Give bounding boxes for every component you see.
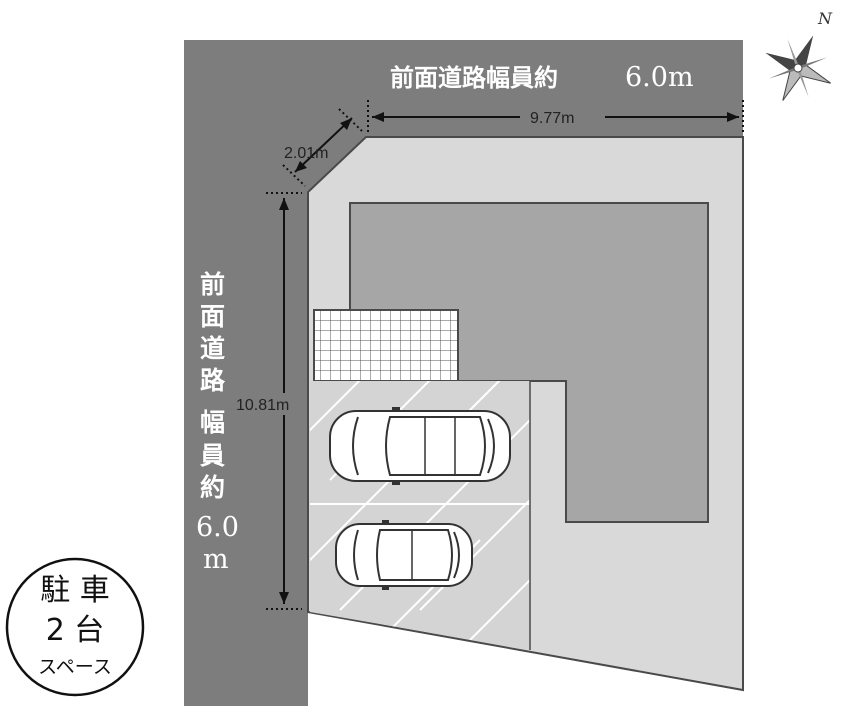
road-width-top: 6.0m <box>625 62 694 93</box>
road-area <box>184 40 743 706</box>
dimension-label-frontage-top: 9.77m <box>530 110 574 127</box>
road-width-left-unit: m <box>203 544 229 575</box>
road-label-top: 前面道路幅員約 <box>390 64 558 92</box>
dimension-label-frontage-left: 10.81m <box>236 397 289 414</box>
car-icon <box>329 407 511 485</box>
badge-line-3: スペース <box>38 656 112 678</box>
car-icon <box>335 520 473 590</box>
dimension-corner-cut <box>282 108 363 187</box>
svg-text:員: 員 <box>200 441 225 470</box>
dimension-label-corner-cut: 2.01m <box>284 145 328 162</box>
svg-text:約: 約 <box>200 473 225 502</box>
parking-badge: 駐 車 2 台 スペース <box>5 557 145 697</box>
badge-line-2: 2 台 <box>46 613 105 648</box>
svg-text:路: 路 <box>200 366 226 395</box>
badge-line-1: 駐 車 <box>40 573 110 608</box>
dimension-frontage-top <box>367 100 744 132</box>
compass-north-label: N <box>817 9 833 28</box>
grid-terrace <box>313 309 459 382</box>
dimension-frontage-left <box>234 192 306 610</box>
svg-text:前: 前 <box>200 270 225 299</box>
svg-text:道: 道 <box>200 334 225 363</box>
svg-text:幅: 幅 <box>200 408 225 437</box>
road-width-left: 6.0 <box>196 512 239 543</box>
svg-text:面: 面 <box>200 302 225 331</box>
road-label-left: 前 面 道 路 幅 員 約 6.0 m <box>196 270 239 575</box>
compass-icon <box>765 35 831 101</box>
